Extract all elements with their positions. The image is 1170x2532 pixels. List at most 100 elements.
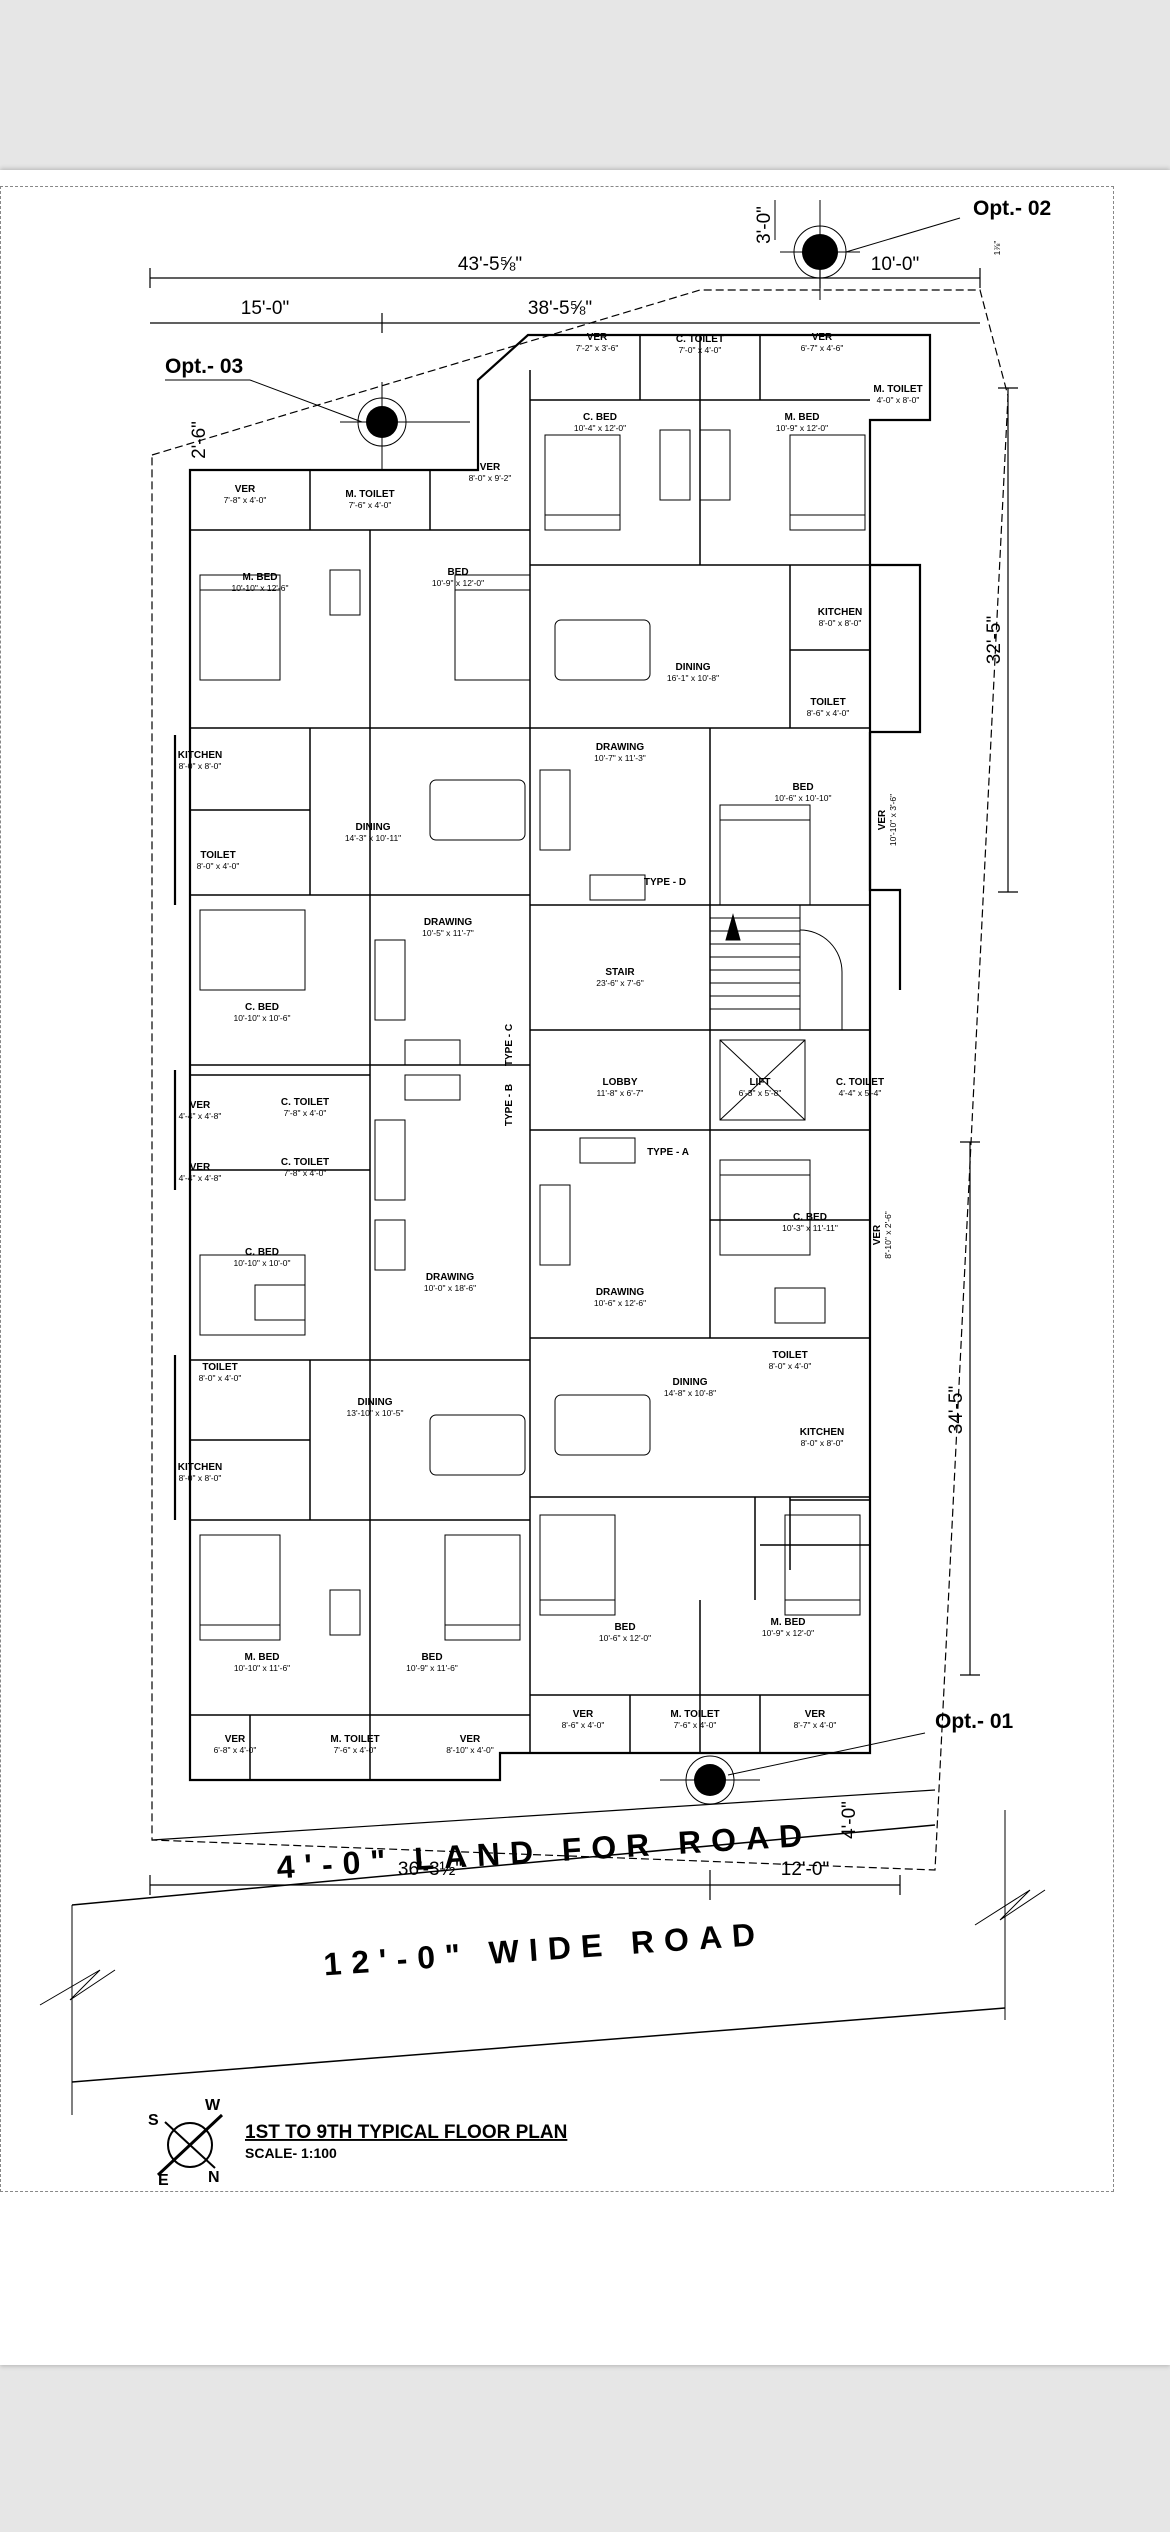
room-name: TOILET bbox=[202, 1362, 237, 1373]
room-name: DINING bbox=[356, 822, 391, 833]
room-size: 4'-4" x 5'-4" bbox=[839, 1088, 882, 1098]
room-name: TOILET bbox=[772, 1350, 807, 1361]
dim-right-top: 10'-0" bbox=[871, 254, 919, 275]
room-size: 7'-8" x 4'-0" bbox=[224, 495, 267, 505]
room-size: 7'-6" x 4'-0" bbox=[349, 500, 392, 510]
room-name: VER bbox=[225, 1734, 246, 1745]
drawing-sheet: 43'-5⅝" 10'-0" 38'-5⅝" 15'-0" 3'-0" Opt.… bbox=[0, 170, 1170, 2365]
interior-walls bbox=[190, 335, 870, 1780]
room-size: 10'-9" x 12'-0" bbox=[762, 1628, 814, 1638]
room-name: VER bbox=[812, 332, 833, 343]
opt-01-label: Opt.- 01 bbox=[935, 1710, 1013, 1733]
room-name: DRAWING bbox=[424, 917, 473, 928]
room-name: LOBBY bbox=[603, 1077, 638, 1088]
dim-opt2-vertical: 3'-0" bbox=[754, 206, 775, 244]
room-size: 7'-0" x 4'-0" bbox=[679, 345, 722, 355]
room-name: C. BED bbox=[583, 412, 617, 423]
room-name: TYPE - B bbox=[504, 1084, 515, 1126]
dim-opt2-small: 1⅞" bbox=[992, 241, 1002, 256]
compass-n: N bbox=[208, 2169, 220, 2186]
room-size: 8'-6" x 4'-0" bbox=[807, 708, 850, 718]
room-name: VER bbox=[872, 1224, 883, 1245]
room-name: TOILET bbox=[200, 850, 235, 861]
room-size: 8'-0" x 9'-2" bbox=[469, 473, 512, 483]
room-name: VER bbox=[877, 809, 888, 830]
furniture-sofas bbox=[254, 429, 826, 1636]
room-name: BED bbox=[792, 782, 813, 793]
dimension-right-upper: 32'-5" bbox=[984, 387, 1018, 893]
room-name: TYPE - C bbox=[504, 1024, 515, 1066]
room-size: 10'-4" x 12'-0" bbox=[574, 423, 626, 433]
room-size: 6'-3" x 5'-8" bbox=[739, 1088, 782, 1098]
room-name: DINING bbox=[358, 1397, 393, 1408]
room-size: 8'-6" x 4'-0" bbox=[562, 1720, 605, 1730]
room-size: 4'-4" x 4'-8" bbox=[179, 1173, 222, 1183]
room-size: 10'-10" x 3'-6" bbox=[888, 794, 898, 846]
room-name: C. TOILET bbox=[676, 334, 724, 345]
room-name: DRAWING bbox=[596, 742, 645, 753]
room-name: BED bbox=[447, 567, 468, 578]
room-name: TOILET bbox=[810, 697, 845, 708]
room-size: 6'-7" x 4'-6" bbox=[801, 343, 844, 353]
room-size: 8'-0" x 8'-0" bbox=[179, 761, 222, 771]
room-size: 10'-10" x 12'-6" bbox=[231, 583, 288, 593]
drawing-title: 1ST TO 9TH TYPICAL FLOOR PLAN bbox=[245, 2122, 567, 2143]
room-size: 4'-4" x 4'-8" bbox=[179, 1111, 222, 1121]
room-name: VER bbox=[235, 484, 256, 495]
room-size: 10'-5" x 11'-7" bbox=[422, 928, 474, 938]
room-size: 14'-8" x 10'-8" bbox=[664, 1388, 716, 1398]
room-size: 10'-9" x 11'-6" bbox=[406, 1663, 458, 1673]
room-name: VER bbox=[190, 1162, 211, 1173]
room-name: VER bbox=[480, 462, 501, 473]
room-size: 16'-1" x 10'-8" bbox=[667, 673, 719, 683]
room-name: KITCHEN bbox=[178, 1462, 222, 1473]
room-name: M. TOILET bbox=[345, 489, 394, 500]
room-r21: TYPE - D bbox=[644, 877, 686, 888]
room-name: BED bbox=[614, 1622, 635, 1633]
room-name: DRAWING bbox=[596, 1287, 645, 1298]
room-size: 10'-6" x 12'-6" bbox=[594, 1298, 646, 1308]
dim-opt3-vertical: 2'-6" bbox=[189, 421, 210, 459]
furniture-beds bbox=[199, 434, 866, 1641]
room-name: M. BED bbox=[245, 1652, 280, 1663]
dim-right-lower: 34'-5" bbox=[946, 1386, 967, 1434]
room-size: 8'-0" x 8'-0" bbox=[819, 618, 862, 628]
room-name: BED bbox=[421, 1652, 442, 1663]
room-r31: TYPE - B bbox=[504, 1084, 515, 1126]
room-size: 7'-2" x 3'-6" bbox=[576, 343, 619, 353]
room-name: VER bbox=[460, 1734, 481, 1745]
room-name: M. TOILET bbox=[873, 384, 922, 395]
compass-e: E bbox=[158, 2172, 169, 2189]
room-name: VER bbox=[587, 332, 608, 343]
land-for-road: 4'-0" LAND FOR ROAD 4'-0" bbox=[71, 1789, 936, 1906]
compass-w: W bbox=[205, 2097, 221, 2114]
room-name: KITCHEN bbox=[178, 750, 222, 761]
dim-left-top: 15'-0" bbox=[241, 298, 289, 319]
dim-bottom-right: 12'-0" bbox=[781, 1859, 829, 1880]
